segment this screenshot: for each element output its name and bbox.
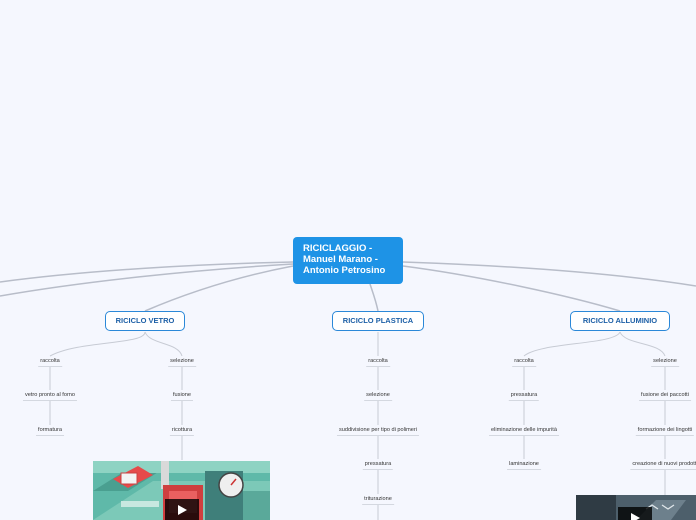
central-topic-line-1: RICICLAGGIO - (303, 243, 373, 254)
link-root-offscreen-2 (0, 263, 294, 297)
alluminio-pressatura[interactable]: pressatura (508, 391, 540, 401)
plastica-triturazione[interactable]: triturazione (362, 495, 394, 505)
branch-riciclo-alluminio[interactable]: RICICLO ALLUMINIO (570, 311, 670, 331)
vetro-formatura[interactable]: formatura (36, 426, 64, 436)
link-root-plastica (369, 283, 379, 312)
alluminio-fusione-paccotti[interactable]: fusione dei paccotti (639, 391, 691, 401)
link-root-offscreen-3 (402, 261, 696, 287)
link-root-offscreen-1 (0, 261, 294, 283)
alluminio-eliminazione-impurita[interactable]: eliminazione delle impurità (489, 426, 559, 436)
plastica-suddivisione[interactable]: suddivisione per tipo di polimeri (336, 426, 420, 436)
central-topic[interactable]: RICICLAGGIO - Manuel Marano - Antonio Pe… (293, 237, 403, 284)
play-button-icon[interactable] (165, 499, 199, 520)
plastica-pressatura[interactable]: pressatura (362, 460, 394, 470)
link-root-vetro (144, 265, 294, 312)
video-thumbnail-alluminio[interactable] (576, 495, 696, 520)
alluminio-selezione[interactable]: selezione (651, 357, 679, 367)
alluminio-raccolta[interactable]: raccolta (512, 357, 536, 367)
central-topic-line-2: Manuel Marano - (303, 254, 378, 265)
vetro-pronto-al-forno[interactable]: vetro pronto al forno (22, 391, 78, 401)
branch-riciclo-plastica[interactable]: RICICLO PLASTICA (332, 311, 424, 331)
video-thumbnail-vetro[interactable] (93, 461, 270, 520)
vetro-ricottura[interactable]: ricottura (169, 426, 195, 436)
branch-riciclo-vetro[interactable]: RICICLO VETRO (105, 311, 185, 331)
link-alluminio-selezione (619, 331, 666, 357)
plastica-raccolta[interactable]: raccolta (366, 357, 390, 367)
link-root-alluminio (402, 265, 621, 312)
vetro-fusione[interactable]: fusione (170, 391, 194, 401)
link-vetro-raccolta (49, 331, 146, 357)
alluminio-formazione-lingotti[interactable]: formazione dei lingotti (635, 426, 695, 436)
vetro-raccolta[interactable]: raccolta (38, 357, 62, 367)
link-alluminio-raccolta (523, 331, 621, 357)
plastica-selezione[interactable]: selezione (364, 391, 392, 401)
link-vetro-selezione (144, 331, 183, 357)
play-button-icon-alluminio[interactable] (618, 507, 652, 520)
alluminio-laminazione[interactable]: laminazione (507, 460, 541, 470)
alluminio-creazione-prodotti[interactable]: creazione di nuovi prodotti (630, 460, 696, 470)
central-topic-line-3: Antonio Petrosino (303, 265, 386, 276)
vetro-selezione[interactable]: selezione (168, 357, 196, 367)
